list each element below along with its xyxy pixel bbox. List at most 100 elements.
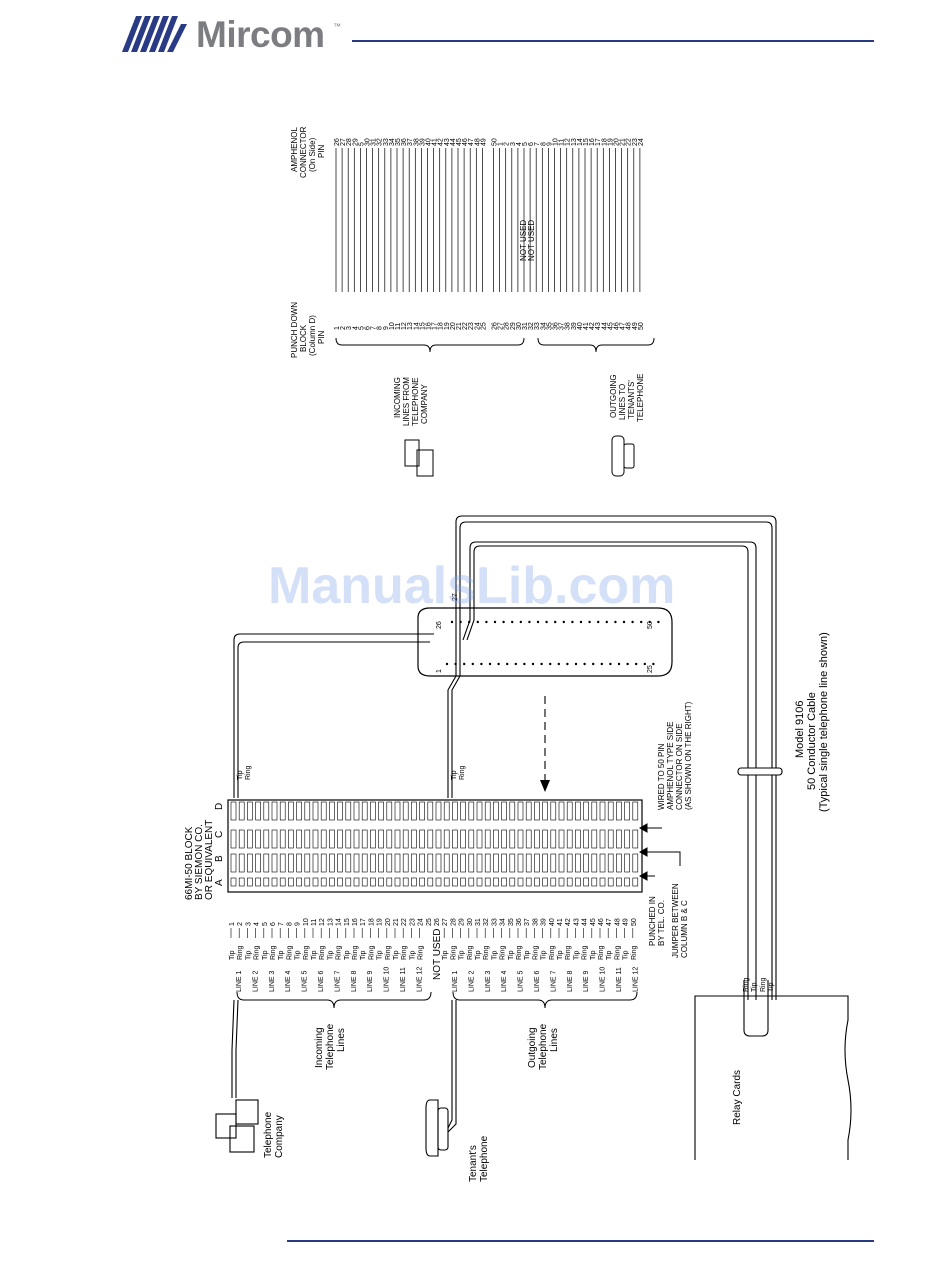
incoming-label-2: LINES FROM	[402, 377, 411, 426]
wired-to-label-2: AMPHENOL TYPE SIDE	[666, 722, 675, 810]
table-amphenol-pin: 7	[534, 142, 541, 146]
table-amphenol-pin: 46	[462, 138, 469, 146]
block-pin-number: 45	[590, 918, 597, 926]
table-block-pin: 33	[534, 322, 541, 330]
outgoing-label-3: TENANTS'	[627, 380, 636, 419]
block-clip	[304, 853, 311, 873]
block-clip	[288, 801, 294, 821]
wired-to-label-4: (AS SHOWN ON THE RIGHT)	[684, 701, 693, 810]
block-clip	[484, 829, 491, 849]
block-clip	[312, 801, 319, 821]
table-block-pin: 40	[577, 322, 584, 330]
table-block-pin: 16	[426, 322, 433, 330]
block-clip	[632, 853, 639, 873]
table-block-pin: 24	[474, 322, 481, 330]
block-clip	[583, 853, 589, 873]
block-clip	[329, 801, 335, 821]
block-pin-number: 41	[557, 918, 564, 926]
amphenol-pin-dot	[450, 620, 454, 624]
block-pin-tip-ring: Tip	[442, 950, 449, 960]
block-clip	[509, 877, 516, 887]
block-clip	[583, 877, 589, 887]
block-clip	[599, 853, 606, 873]
block-clip	[460, 877, 466, 887]
table-block-pin: 19	[444, 322, 451, 330]
block-pin-number: 10	[303, 918, 310, 926]
block-clip	[378, 877, 384, 887]
amphenol-pin-dot	[605, 620, 608, 624]
block-pin-tip-ring: Ring	[467, 945, 474, 960]
block-clip	[452, 877, 458, 887]
block-clip	[263, 853, 270, 873]
table-amphenol-pin: 35	[395, 138, 402, 146]
block-clip	[599, 829, 606, 849]
block-clip	[525, 829, 532, 849]
block-clip	[238, 801, 245, 821]
block-clip	[370, 877, 376, 887]
block-clip	[566, 801, 573, 821]
block-pin-number: 47	[606, 918, 613, 926]
outgoing-label-2: LINES TO	[618, 384, 627, 420]
block-pin-tip-ring: Ring	[368, 945, 375, 960]
table-amphenol-pin: 37	[407, 138, 414, 146]
table-amphenol-pin: 34	[389, 138, 396, 146]
block-clip	[558, 801, 565, 821]
block-clip	[411, 801, 417, 821]
block-clip	[320, 877, 327, 887]
amphenol-pin-dot	[648, 620, 651, 624]
table-block-pin: 32	[528, 322, 535, 330]
block-clip	[402, 829, 409, 849]
amphenol-pin-dot	[531, 662, 535, 666]
block-clip	[632, 801, 639, 821]
block-clip	[542, 877, 548, 887]
block-clip	[279, 877, 286, 887]
block-clip	[230, 801, 237, 821]
cable-label-3: (Typical single telephone line shown)	[818, 632, 830, 812]
table-block-pin: 37	[559, 322, 566, 330]
incoming-line-label: LINE 3	[269, 970, 276, 992]
block-pin-number: 24	[418, 918, 425, 926]
block-pin-tip-ring: Ring	[532, 945, 539, 960]
block-clip	[320, 801, 327, 821]
block-clip	[296, 801, 302, 821]
block-clip	[607, 877, 614, 887]
amphenol-pin-dot	[493, 620, 497, 624]
relay-wire-1: Ring	[743, 977, 750, 992]
table-block-pin: 10	[389, 322, 396, 330]
block-clip	[484, 853, 491, 873]
block-clip	[583, 829, 589, 849]
block-pin-number: 28	[450, 918, 457, 926]
table-amphenol-pin: 42	[438, 138, 445, 146]
block-clip	[452, 829, 458, 849]
connection-wires	[233, 515, 783, 1037]
block-pin-tip-ring: Tip	[459, 950, 466, 960]
block-title-3: OR EQUIVALENT	[204, 820, 215, 900]
block-clip	[255, 829, 261, 849]
block-clip	[525, 877, 532, 887]
table-block-pin: 25	[480, 322, 487, 330]
block-clip	[575, 801, 581, 821]
amphenol-pin-dot	[523, 662, 526, 666]
incoming-line-label: LINE 8	[351, 970, 358, 992]
block-clip	[468, 829, 475, 849]
outgoing-line-label: LINE 2	[468, 970, 475, 992]
block-pin-number: 12	[319, 918, 326, 926]
block-clip	[460, 853, 466, 873]
block-clip	[534, 829, 540, 849]
wired-to-label-1: WIRED TO 50 PIN	[657, 743, 666, 810]
header-rule	[352, 40, 874, 42]
block-pin-tip-ring: Ring	[254, 945, 261, 960]
block-clip	[427, 853, 434, 873]
block-clip	[255, 877, 261, 887]
table-amphenol-pin: 45	[456, 138, 463, 146]
block-pin-number: 49	[623, 918, 630, 926]
table-amphenol-pin: 39	[419, 138, 426, 146]
amphenol-pin-dot	[502, 620, 505, 624]
table-amphenol-pin: 5	[358, 142, 365, 146]
table-amphenol-pin: 10	[553, 138, 560, 146]
table-amphenol-pin: 12	[565, 138, 572, 146]
block-clip	[247, 801, 253, 821]
block-clip	[452, 853, 458, 873]
block-pin-tip-ring: Ring	[631, 945, 638, 960]
